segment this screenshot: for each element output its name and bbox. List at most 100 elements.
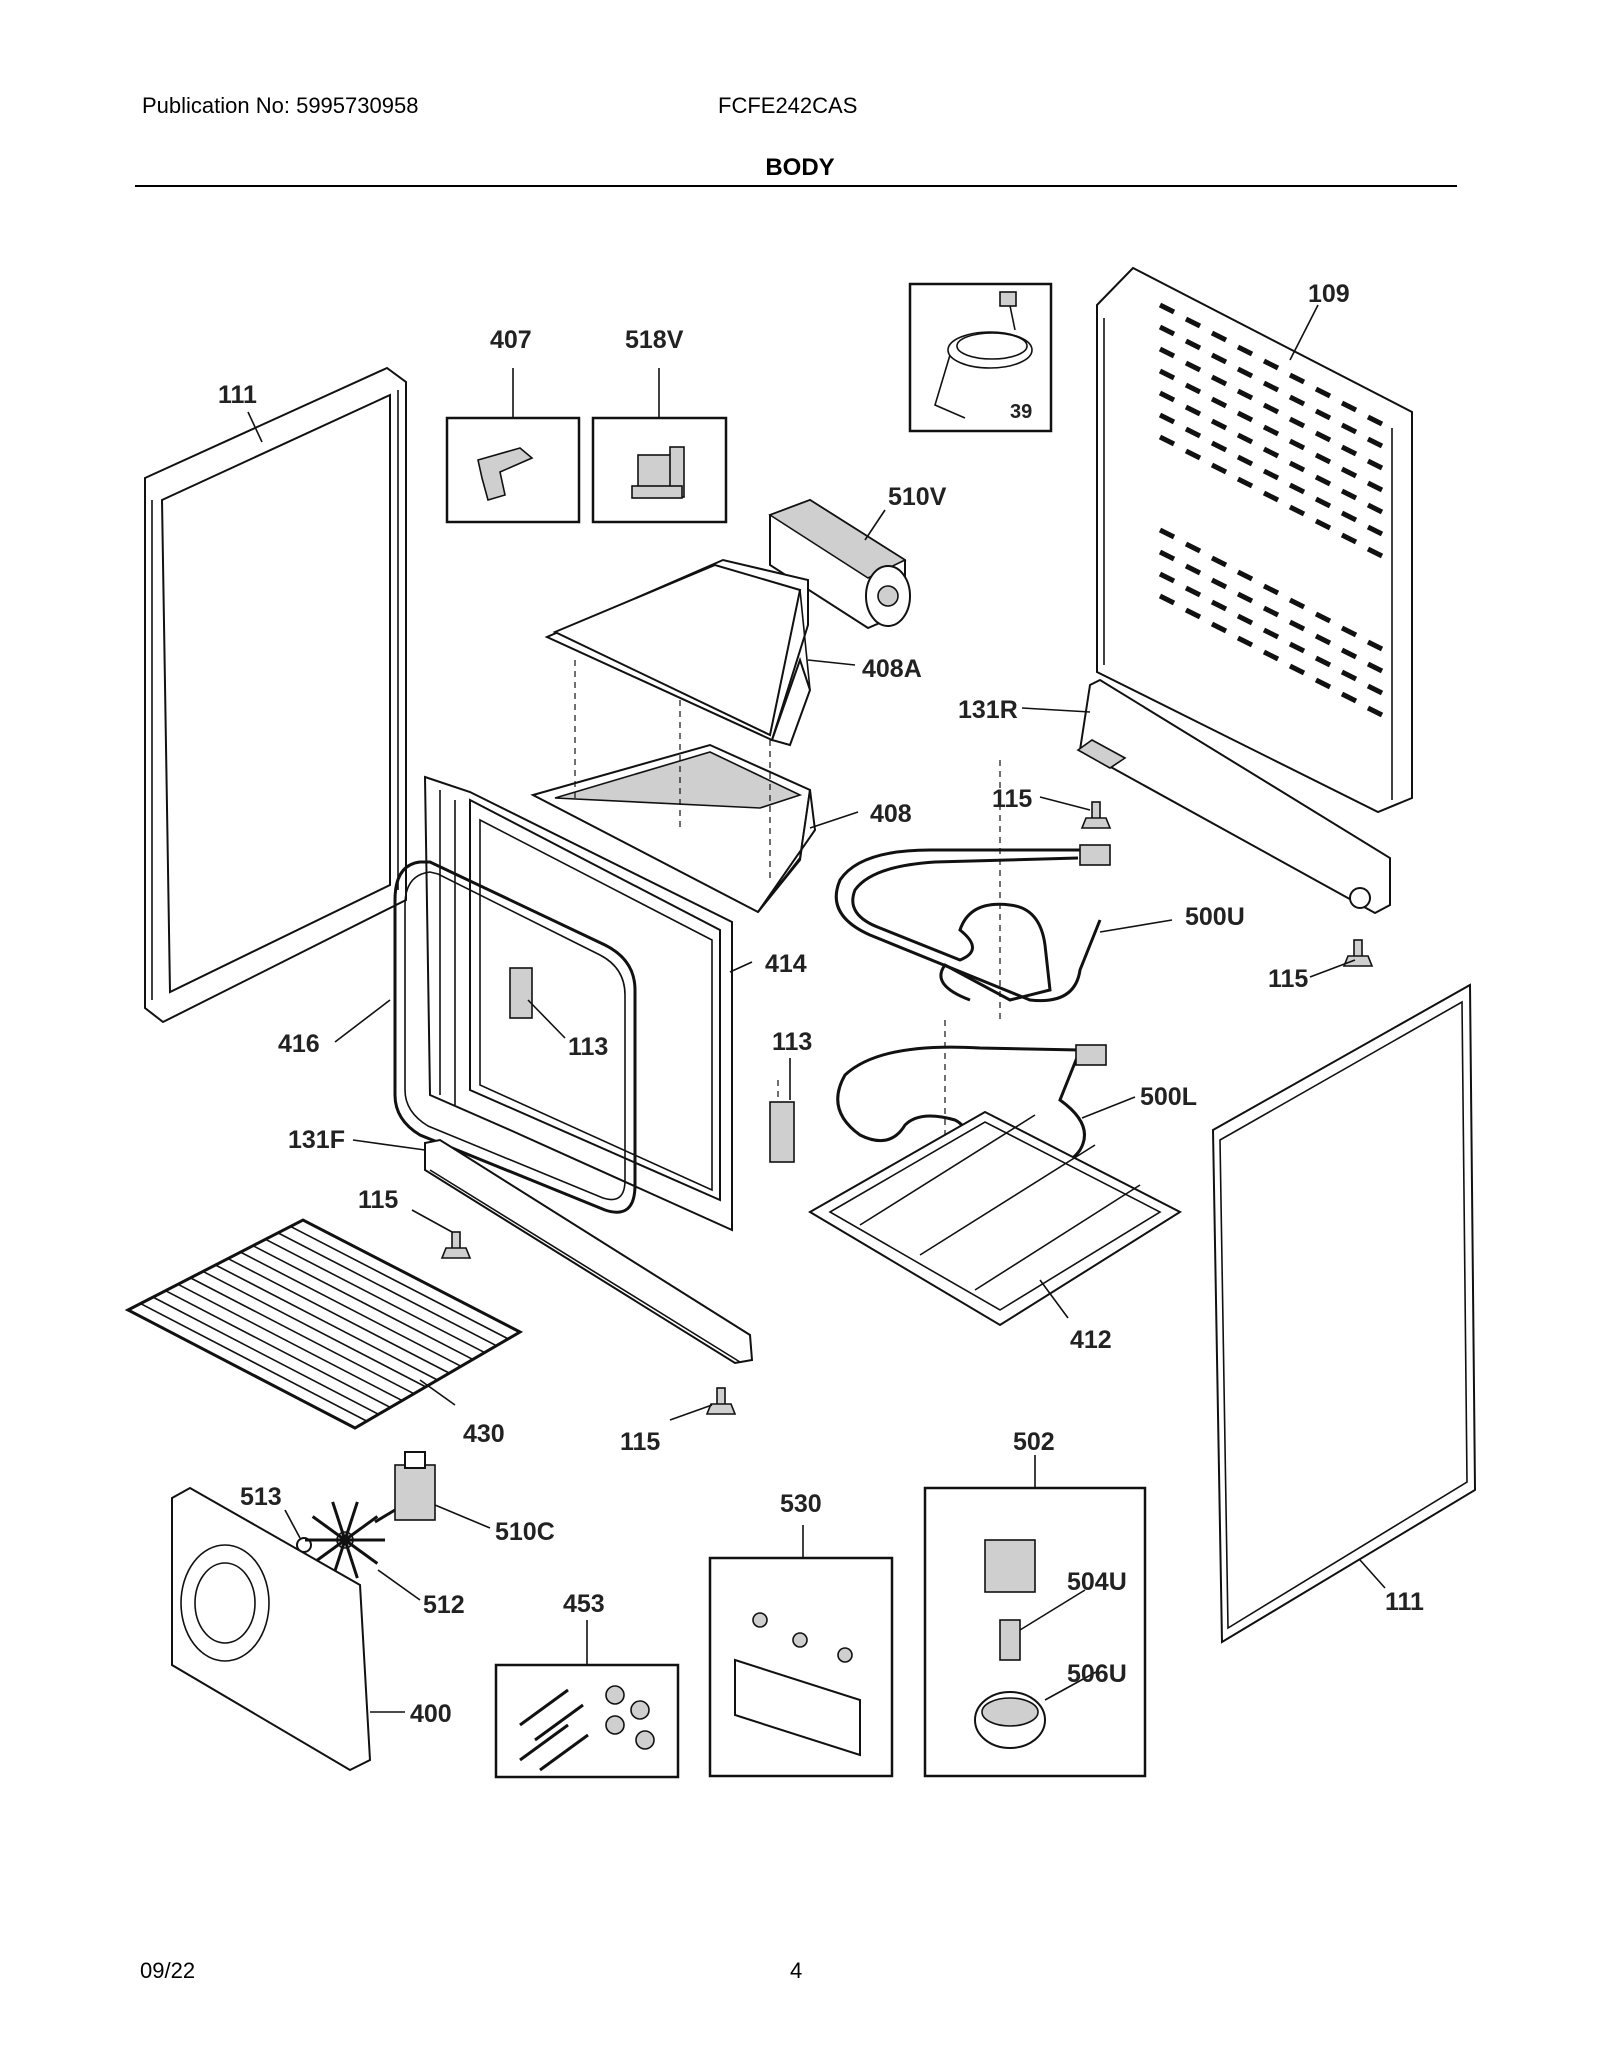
- vent-slot: [1236, 410, 1254, 423]
- vent-slot: [1314, 633, 1332, 646]
- vent-slot: [1236, 454, 1254, 467]
- vent-slot: [1210, 374, 1228, 387]
- vent-slot: [1210, 440, 1228, 453]
- vent-slot: [1262, 446, 1280, 459]
- vent-slot: [1262, 605, 1280, 618]
- vent-slot: [1288, 597, 1306, 610]
- vent-slot: [1210, 621, 1228, 634]
- vent-slot: [1184, 448, 1202, 461]
- fan-vane: [343, 1539, 359, 1579]
- callout-416: 416: [278, 1030, 320, 1058]
- rack-wire: [252, 1245, 474, 1361]
- part-115-leg-d: [705, 1387, 737, 1415]
- rack-wire: [290, 1225, 509, 1340]
- callout-504u: 504U: [1067, 1568, 1127, 1596]
- vent-slot: [1210, 330, 1228, 343]
- vent-slot: [1366, 639, 1384, 652]
- vent-slot: [1288, 482, 1306, 495]
- vent-slot: [1366, 661, 1384, 674]
- model-number: FCFE242CAS: [718, 93, 858, 118]
- callout-113-b: 113: [772, 1028, 812, 1056]
- fan-vane: [344, 1515, 379, 1542]
- callout-400: 400: [410, 1700, 452, 1728]
- callout-leader-lines: [247, 304, 1386, 1713]
- part-530-terminal-block-box: [708, 1556, 894, 1778]
- vent-slot: [1210, 462, 1228, 475]
- vent-slot: [1158, 346, 1176, 359]
- part-109-rear-panel: [1096, 266, 1413, 814]
- fan-blade-vanes: [305, 1501, 385, 1579]
- part-518v-box: [591, 416, 728, 524]
- part-131f-leg-bracket: [424, 1138, 754, 1365]
- vent-slot: [1210, 577, 1228, 590]
- vent-slot: [1184, 607, 1202, 620]
- section-title: BODY: [765, 154, 835, 181]
- vent-slot: [1158, 434, 1176, 447]
- part-131r-leg-bracket: [1076, 678, 1391, 915]
- part-502-box: [923, 1486, 1147, 1778]
- rack-wire: [190, 1277, 415, 1395]
- rack-wire: [152, 1296, 379, 1415]
- rack-wire: [215, 1264, 438, 1381]
- vent-slot: [1262, 424, 1280, 437]
- vent-slot: [1262, 627, 1280, 640]
- part-113-lamp-b: [769, 1101, 795, 1163]
- vent-slot: [1340, 444, 1358, 457]
- part-113-lamp-a: [509, 967, 533, 1019]
- callout-414: 414: [765, 950, 807, 978]
- part-115-leg-a: [1080, 801, 1112, 829]
- vent-slot: [1184, 360, 1202, 373]
- callout-502: 502: [1013, 1428, 1055, 1456]
- vent-slot: [1340, 400, 1358, 413]
- vent-slot: [1184, 316, 1202, 329]
- vent-slot: [1158, 302, 1176, 315]
- vent-slot: [1184, 426, 1202, 439]
- callout-115-b: 115: [1268, 965, 1308, 993]
- part-453-hardware-box: [494, 1663, 680, 1779]
- part-416-door-gasket: [393, 860, 637, 1214]
- vent-slot: [1210, 418, 1228, 431]
- part-111-right-side-panel: [1211, 983, 1477, 1644]
- vent-slot: [1184, 404, 1202, 417]
- callout-408a: 408A: [862, 655, 922, 683]
- part-400-fan-cover: [171, 1486, 372, 1772]
- vent-slot: [1288, 619, 1306, 632]
- part-414-oven-cavity: [423, 775, 733, 1232]
- vent-slot: [1262, 468, 1280, 481]
- vent-slot: [1366, 524, 1384, 537]
- vent-slot: [1288, 372, 1306, 385]
- vent-slot: [1262, 583, 1280, 596]
- vent-slot: [1314, 408, 1332, 421]
- vent-slot: [1314, 386, 1332, 399]
- vent-slot: [1366, 436, 1384, 449]
- part-500u-bake-element: [834, 844, 1111, 1003]
- vent-slot: [1288, 416, 1306, 429]
- part-408a-duct: [544, 558, 812, 747]
- part-510c-convection-motor: [374, 1451, 436, 1524]
- part-39-power-cord-box: [908, 282, 1053, 433]
- part-408-duct: [530, 743, 817, 914]
- vent-slot: [1366, 458, 1384, 471]
- vent-slot: [1236, 613, 1254, 626]
- rack-wire: [265, 1238, 486, 1354]
- vent-slot: [1366, 546, 1384, 559]
- vent-slot: [1184, 563, 1202, 576]
- vent-slot: [1314, 677, 1332, 690]
- part-412-bottom-tray: [808, 1110, 1183, 1327]
- publication-number: Publication No: 5995730958: [142, 93, 419, 118]
- vent-slot: [1366, 480, 1384, 493]
- vent-slot: [1236, 432, 1254, 445]
- vent-slot: [1236, 344, 1254, 357]
- vent-slot: [1158, 368, 1176, 381]
- callout-407: 407: [490, 326, 532, 354]
- part-115-leg-b: [1342, 939, 1374, 967]
- vent-slot: [1236, 591, 1254, 604]
- vent-slot: [1314, 496, 1332, 509]
- fan-vane: [311, 1515, 346, 1542]
- callout-518v: 518V: [625, 326, 684, 354]
- callout-510c: 510C: [495, 1518, 555, 1546]
- callout-131r: 131R: [958, 696, 1018, 724]
- vent-slot: [1184, 541, 1202, 554]
- vent-slot: [1184, 585, 1202, 598]
